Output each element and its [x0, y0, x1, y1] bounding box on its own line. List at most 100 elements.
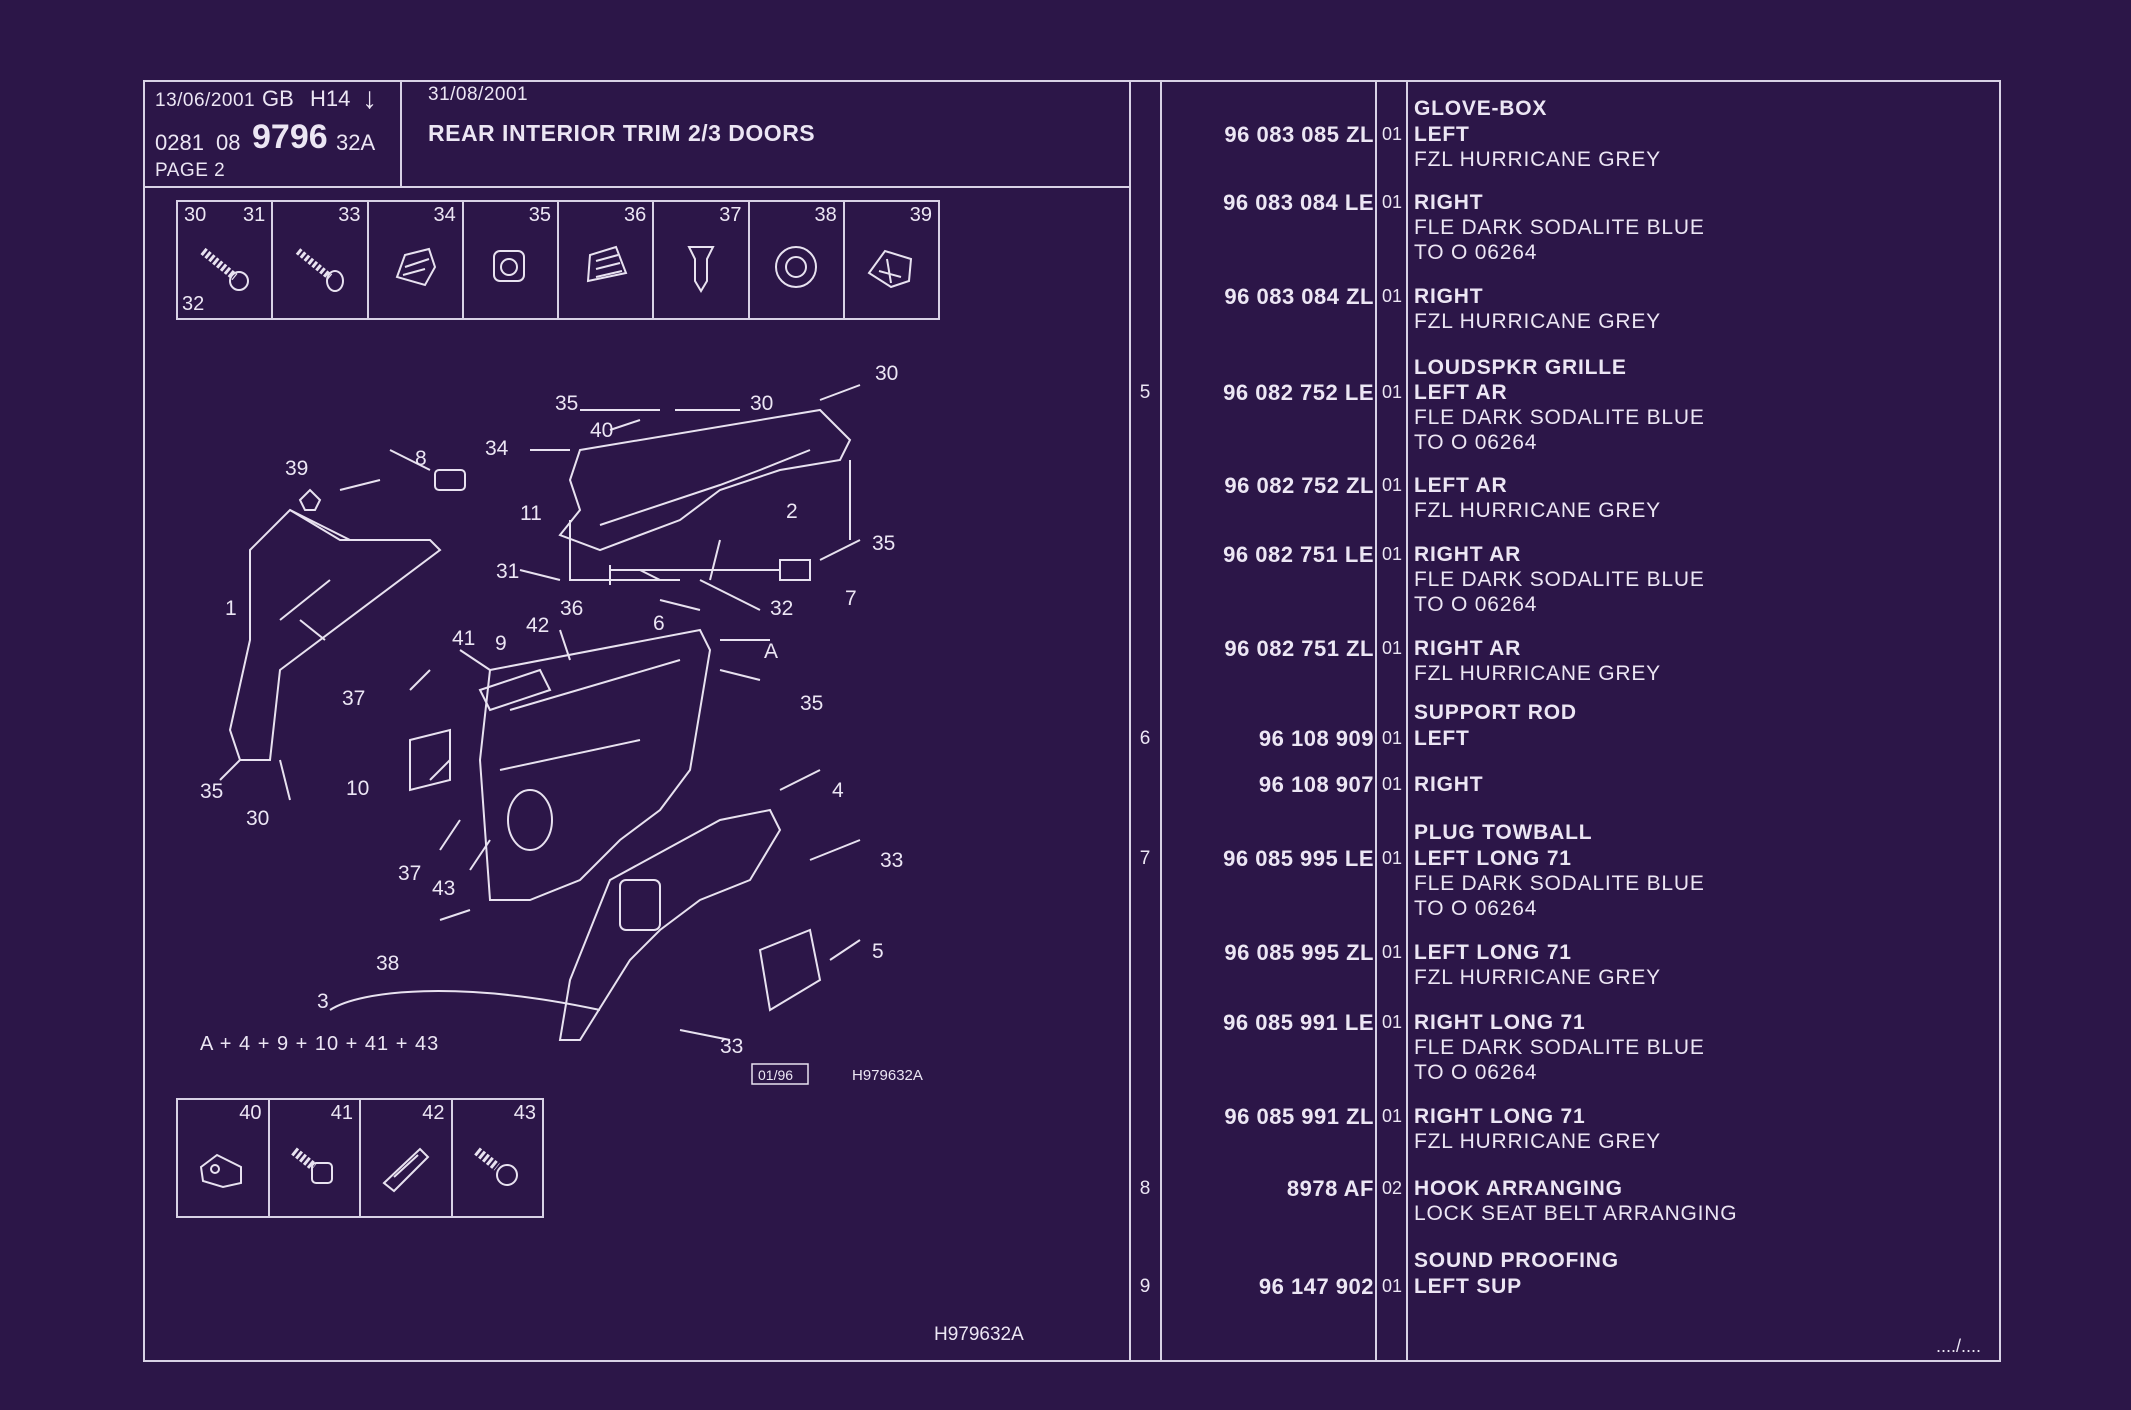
description-line: LEFT SUP — [1414, 1275, 1522, 1298]
quantity: 01 — [1381, 1106, 1403, 1126]
part-description: LOUDSPKR GRILLE — [1414, 355, 1627, 380]
clip-icon — [867, 249, 913, 289]
diagram-date-box: 01/96 — [758, 1067, 793, 1083]
description-line: FLE DARK SODALITE BLUE — [1414, 1036, 1705, 1059]
fastener-cell: 42 — [361, 1100, 453, 1216]
screw-icon — [200, 247, 249, 291]
fastener-cell: 39 — [845, 202, 938, 318]
clip-icon — [382, 1147, 430, 1193]
part-number: 96 082 751 ZL — [1224, 636, 1374, 661]
ref-number: 6 — [1139, 728, 1151, 749]
description-line: RIGHT — [1414, 285, 1484, 308]
fastener-number: 36 — [624, 204, 647, 226]
fastener-number: 38 — [814, 204, 837, 226]
part-number: 96 083 084 LE — [1223, 190, 1374, 215]
part-description: SOUND PROOFING — [1414, 1248, 1619, 1273]
part-number: 96 082 751 LE — [1223, 542, 1374, 567]
header-code-b: 08 — [216, 130, 241, 155]
screw-icon — [295, 248, 344, 292]
description-line: RIGHT AR — [1414, 543, 1522, 566]
part-description: PLUG TOWBALL — [1414, 820, 1592, 845]
svg-text:36: 36 — [560, 597, 583, 620]
svg-text:31: 31 — [496, 560, 519, 583]
svg-text:41: 41 — [452, 627, 475, 650]
fastener-number: 35 — [528, 204, 551, 226]
description-line: FLE DARK SODALITE BLUE — [1414, 216, 1705, 239]
description-line: FZL HURRICANE GREY — [1414, 310, 1661, 333]
description-line: FZL HURRICANE GREY — [1414, 148, 1661, 171]
description-line: FZL HURRICANE GREY — [1414, 1130, 1661, 1153]
description-line: LEFT AR — [1414, 474, 1508, 497]
description-line: RIGHT — [1414, 773, 1484, 796]
part-number: 96 085 995 LE — [1223, 846, 1374, 871]
quantity: 01 — [1381, 382, 1403, 402]
quantity: 01 — [1381, 728, 1403, 748]
part-heading: HOOK ARRANGING — [1414, 1177, 1623, 1200]
part-heading: SOUND PROOFING — [1414, 1249, 1619, 1272]
quantity: 01 — [1381, 544, 1403, 564]
part-number: 96 083 084 ZL — [1224, 284, 1374, 309]
part-heading: PLUG TOWBALL — [1414, 821, 1593, 844]
description-line: LEFT — [1414, 123, 1470, 146]
description-line: LEFT AR — [1414, 381, 1508, 404]
part-description: RIGHT — [1414, 772, 1483, 797]
clip-icon — [775, 245, 818, 288]
fastener-cell: 38 — [750, 202, 845, 318]
ref-number: 9 — [1139, 1276, 1151, 1297]
lower-panel — [558, 808, 782, 1041]
description-line: TO O 06264 — [1414, 241, 1538, 264]
footer-ref-code: H979632A — [934, 1324, 1024, 1345]
fastener-cell: 34 — [369, 202, 464, 318]
quantity: 01 — [1381, 192, 1403, 212]
header-code-a: 0281 — [155, 130, 204, 155]
svg-text:38: 38 — [376, 952, 399, 975]
quantity: 01 — [1381, 475, 1403, 495]
part-heading: LOUDSPKR GRILLE — [1414, 356, 1627, 379]
header-code-c: 9796 — [252, 118, 328, 156]
description-line: LEFT LONG 71 — [1414, 941, 1572, 964]
quantity: 01 — [1381, 942, 1403, 962]
fastener-number: 34 — [433, 204, 456, 226]
header-date-2: 31/08/2001 — [428, 84, 529, 105]
description-line: TO O 06264 — [1414, 897, 1538, 920]
fastener-cell: 35 — [464, 202, 559, 318]
description-line: FLE DARK SODALITE BLUE — [1414, 872, 1705, 895]
description-line: FZL HURRICANE GREY — [1414, 662, 1661, 685]
fastener-number: 42 — [422, 1102, 445, 1124]
page-title: REAR INTERIOR TRIM 2/3 DOORS — [428, 120, 816, 146]
fastener-number: 32 — [182, 293, 205, 315]
diagram-ref-code: H979632A — [852, 1067, 923, 1084]
description-line: LEFT LONG 71 — [1414, 847, 1572, 870]
svg-text:30: 30 — [875, 362, 898, 385]
svg-text:33: 33 — [880, 849, 903, 872]
fastener-number: 43 — [513, 1102, 536, 1124]
header-code-d: 32A — [336, 130, 376, 155]
fastener-number: 30 — [184, 204, 207, 226]
part-heading: SUPPORT ROD — [1414, 701, 1577, 724]
part-number: 96 085 995 ZL — [1224, 940, 1374, 965]
svg-text:A: A — [764, 640, 778, 663]
fastener-number: 40 — [239, 1102, 262, 1124]
description-line: FLE DARK SODALITE BLUE — [1414, 406, 1705, 429]
svg-text:4: 4 — [832, 779, 844, 802]
svg-text:2: 2 — [786, 500, 798, 523]
grille-part — [758, 928, 822, 1012]
svg-text:35: 35 — [800, 692, 823, 715]
fastener-strip-bottom: 40 41 42 43 — [176, 1098, 544, 1218]
svg-text:40: 40 — [590, 419, 613, 442]
clip-icon — [493, 249, 526, 282]
part-number: 8978 AF — [1286, 1176, 1374, 1201]
fastener-number: 41 — [330, 1102, 353, 1124]
fastener-cell: 41 — [270, 1100, 361, 1216]
quantity: 01 — [1381, 286, 1403, 306]
part-description: GLOVE-BOX — [1414, 96, 1547, 121]
quantity: 01 — [1381, 1276, 1403, 1296]
part-number: 96 085 991 ZL — [1224, 1104, 1374, 1129]
svg-text:1: 1 — [225, 597, 237, 620]
svg-text:8: 8 — [415, 447, 427, 470]
